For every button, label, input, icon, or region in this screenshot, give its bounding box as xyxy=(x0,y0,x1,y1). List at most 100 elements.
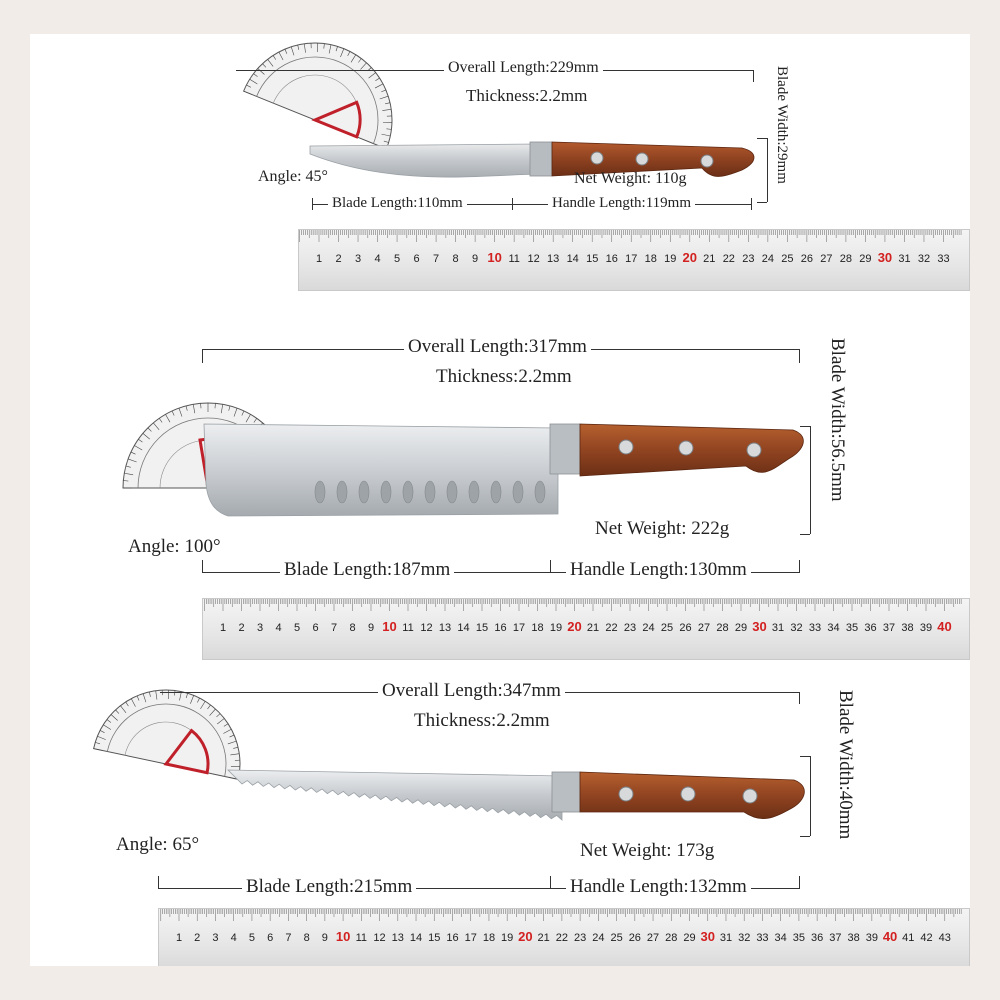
ruler-number: 29 xyxy=(683,932,695,944)
handle-length-label-1: Handle Length:119mm xyxy=(548,195,695,212)
protractor-tick xyxy=(323,43,325,49)
blade-dimple xyxy=(446,480,458,504)
protractor-tick xyxy=(245,414,251,423)
protractor-tick xyxy=(142,693,147,703)
protractor-1 xyxy=(242,42,393,150)
ruler-number: 37 xyxy=(829,932,841,944)
protractor-tick xyxy=(350,54,357,63)
blade-length-label-3: Blade Length:215mm xyxy=(242,876,417,898)
blade-dimple xyxy=(490,480,502,504)
protractor-tick xyxy=(229,734,235,738)
ruler-number: 4 xyxy=(231,932,237,944)
protractor-tick xyxy=(267,59,274,67)
ruler-number: 40 xyxy=(937,619,951,634)
protractor-tick xyxy=(257,68,265,75)
net-weight-label-2: Net Weight: 222g xyxy=(595,518,730,539)
tick xyxy=(757,138,767,139)
protractor-tick xyxy=(174,690,176,696)
ruler-number: 10 xyxy=(382,619,396,634)
ruler-number: 34 xyxy=(775,932,787,944)
ruler-number: 22 xyxy=(556,932,568,944)
ruler-number: 3 xyxy=(212,932,218,944)
ruler-number: 6 xyxy=(414,253,420,265)
ruler-number: 5 xyxy=(294,622,300,634)
blade-handle-length-line-3 xyxy=(158,888,800,889)
protractor-tick xyxy=(383,140,389,143)
knife-2-illustration xyxy=(203,423,804,517)
angle-label-3: Angle: 65° xyxy=(116,834,200,855)
protractor-tick xyxy=(115,709,120,714)
protractor-tick xyxy=(379,95,389,100)
knife-3-illustration xyxy=(227,769,805,821)
ruler-number: 10 xyxy=(336,929,350,944)
tick xyxy=(550,560,551,572)
ruler-number: 15 xyxy=(586,253,598,265)
protractor-tick xyxy=(179,691,182,701)
ruler-number: 1 xyxy=(176,932,182,944)
ruler-number: 37 xyxy=(883,622,895,634)
handle-length-label-3: Handle Length:132mm xyxy=(566,876,751,898)
tick xyxy=(800,756,810,757)
ruler-number: 8 xyxy=(349,622,355,634)
protractor-tick xyxy=(317,43,318,53)
thickness-label-2: Thickness:2.2mm xyxy=(436,366,572,387)
ruler-number: 5 xyxy=(394,253,400,265)
ruler-number: 17 xyxy=(625,253,637,265)
ruler-number: 22 xyxy=(605,622,617,634)
ruler-number: 6 xyxy=(312,622,318,634)
protractor-tick xyxy=(103,724,112,730)
ruler-number: 32 xyxy=(738,932,750,944)
ruler-number: 12 xyxy=(373,932,385,944)
ruler-number: 25 xyxy=(661,622,673,634)
protractor-tick xyxy=(138,439,143,443)
ruler-number: 39 xyxy=(866,932,878,944)
ruler-number: 24 xyxy=(642,622,654,634)
blade-length-label-1: Blade Length:110mm xyxy=(328,195,467,212)
protractor-tick xyxy=(200,701,206,710)
protractor-tick xyxy=(93,748,103,751)
protractor-tick xyxy=(220,404,224,414)
protractor-tick xyxy=(278,51,284,61)
tick xyxy=(753,70,754,82)
protractor-tick xyxy=(147,427,152,432)
protractor-tick xyxy=(375,77,380,82)
protractor-tick xyxy=(125,701,129,707)
protractor-tick xyxy=(142,433,150,440)
blade-width-line-1 xyxy=(767,138,768,202)
protractor-tick xyxy=(234,759,240,761)
ruler-number: 6 xyxy=(267,932,273,944)
protractor-tick xyxy=(382,122,392,123)
ruler-number: 2 xyxy=(335,253,341,265)
protractor-tick xyxy=(381,133,391,137)
protractor-tick xyxy=(228,405,231,411)
protractor-tick xyxy=(284,49,288,54)
ruler-number: 3 xyxy=(257,622,263,634)
ruler-number: 19 xyxy=(664,253,676,265)
ruler-number: 12 xyxy=(420,622,432,634)
blade-width-label-2: Blade Width:56.5mm xyxy=(827,338,848,502)
blade-width-label-1: Blade Width:29mm xyxy=(774,66,790,184)
protractor-tick xyxy=(207,704,211,710)
net-weight-label-3: Net Weight: 173g xyxy=(580,840,715,861)
ruler-number: 22 xyxy=(723,253,735,265)
protractor-tick xyxy=(290,46,295,56)
ruler-number: 11 xyxy=(508,253,519,265)
ruler-number: 13 xyxy=(547,253,559,265)
ruler-number: 3 xyxy=(355,253,361,265)
ruler-number: 1 xyxy=(316,253,322,265)
protractor-tick xyxy=(216,713,221,718)
ruler-number: 17 xyxy=(513,622,525,634)
protractor-tick xyxy=(185,693,188,699)
tick xyxy=(158,876,159,888)
tick xyxy=(800,426,810,427)
ruler-number: 25 xyxy=(781,253,793,265)
ruler-number: 23 xyxy=(624,622,636,634)
protractor-tick xyxy=(167,690,169,700)
ruler-number: 14 xyxy=(410,932,422,944)
overall-length-label-2: Overall Length:317mm xyxy=(404,336,591,358)
protractor-tick xyxy=(97,736,106,740)
tick xyxy=(800,836,810,837)
protractor-tick xyxy=(165,414,171,423)
blade-dimple xyxy=(358,480,370,504)
protractor-tick xyxy=(99,730,105,733)
